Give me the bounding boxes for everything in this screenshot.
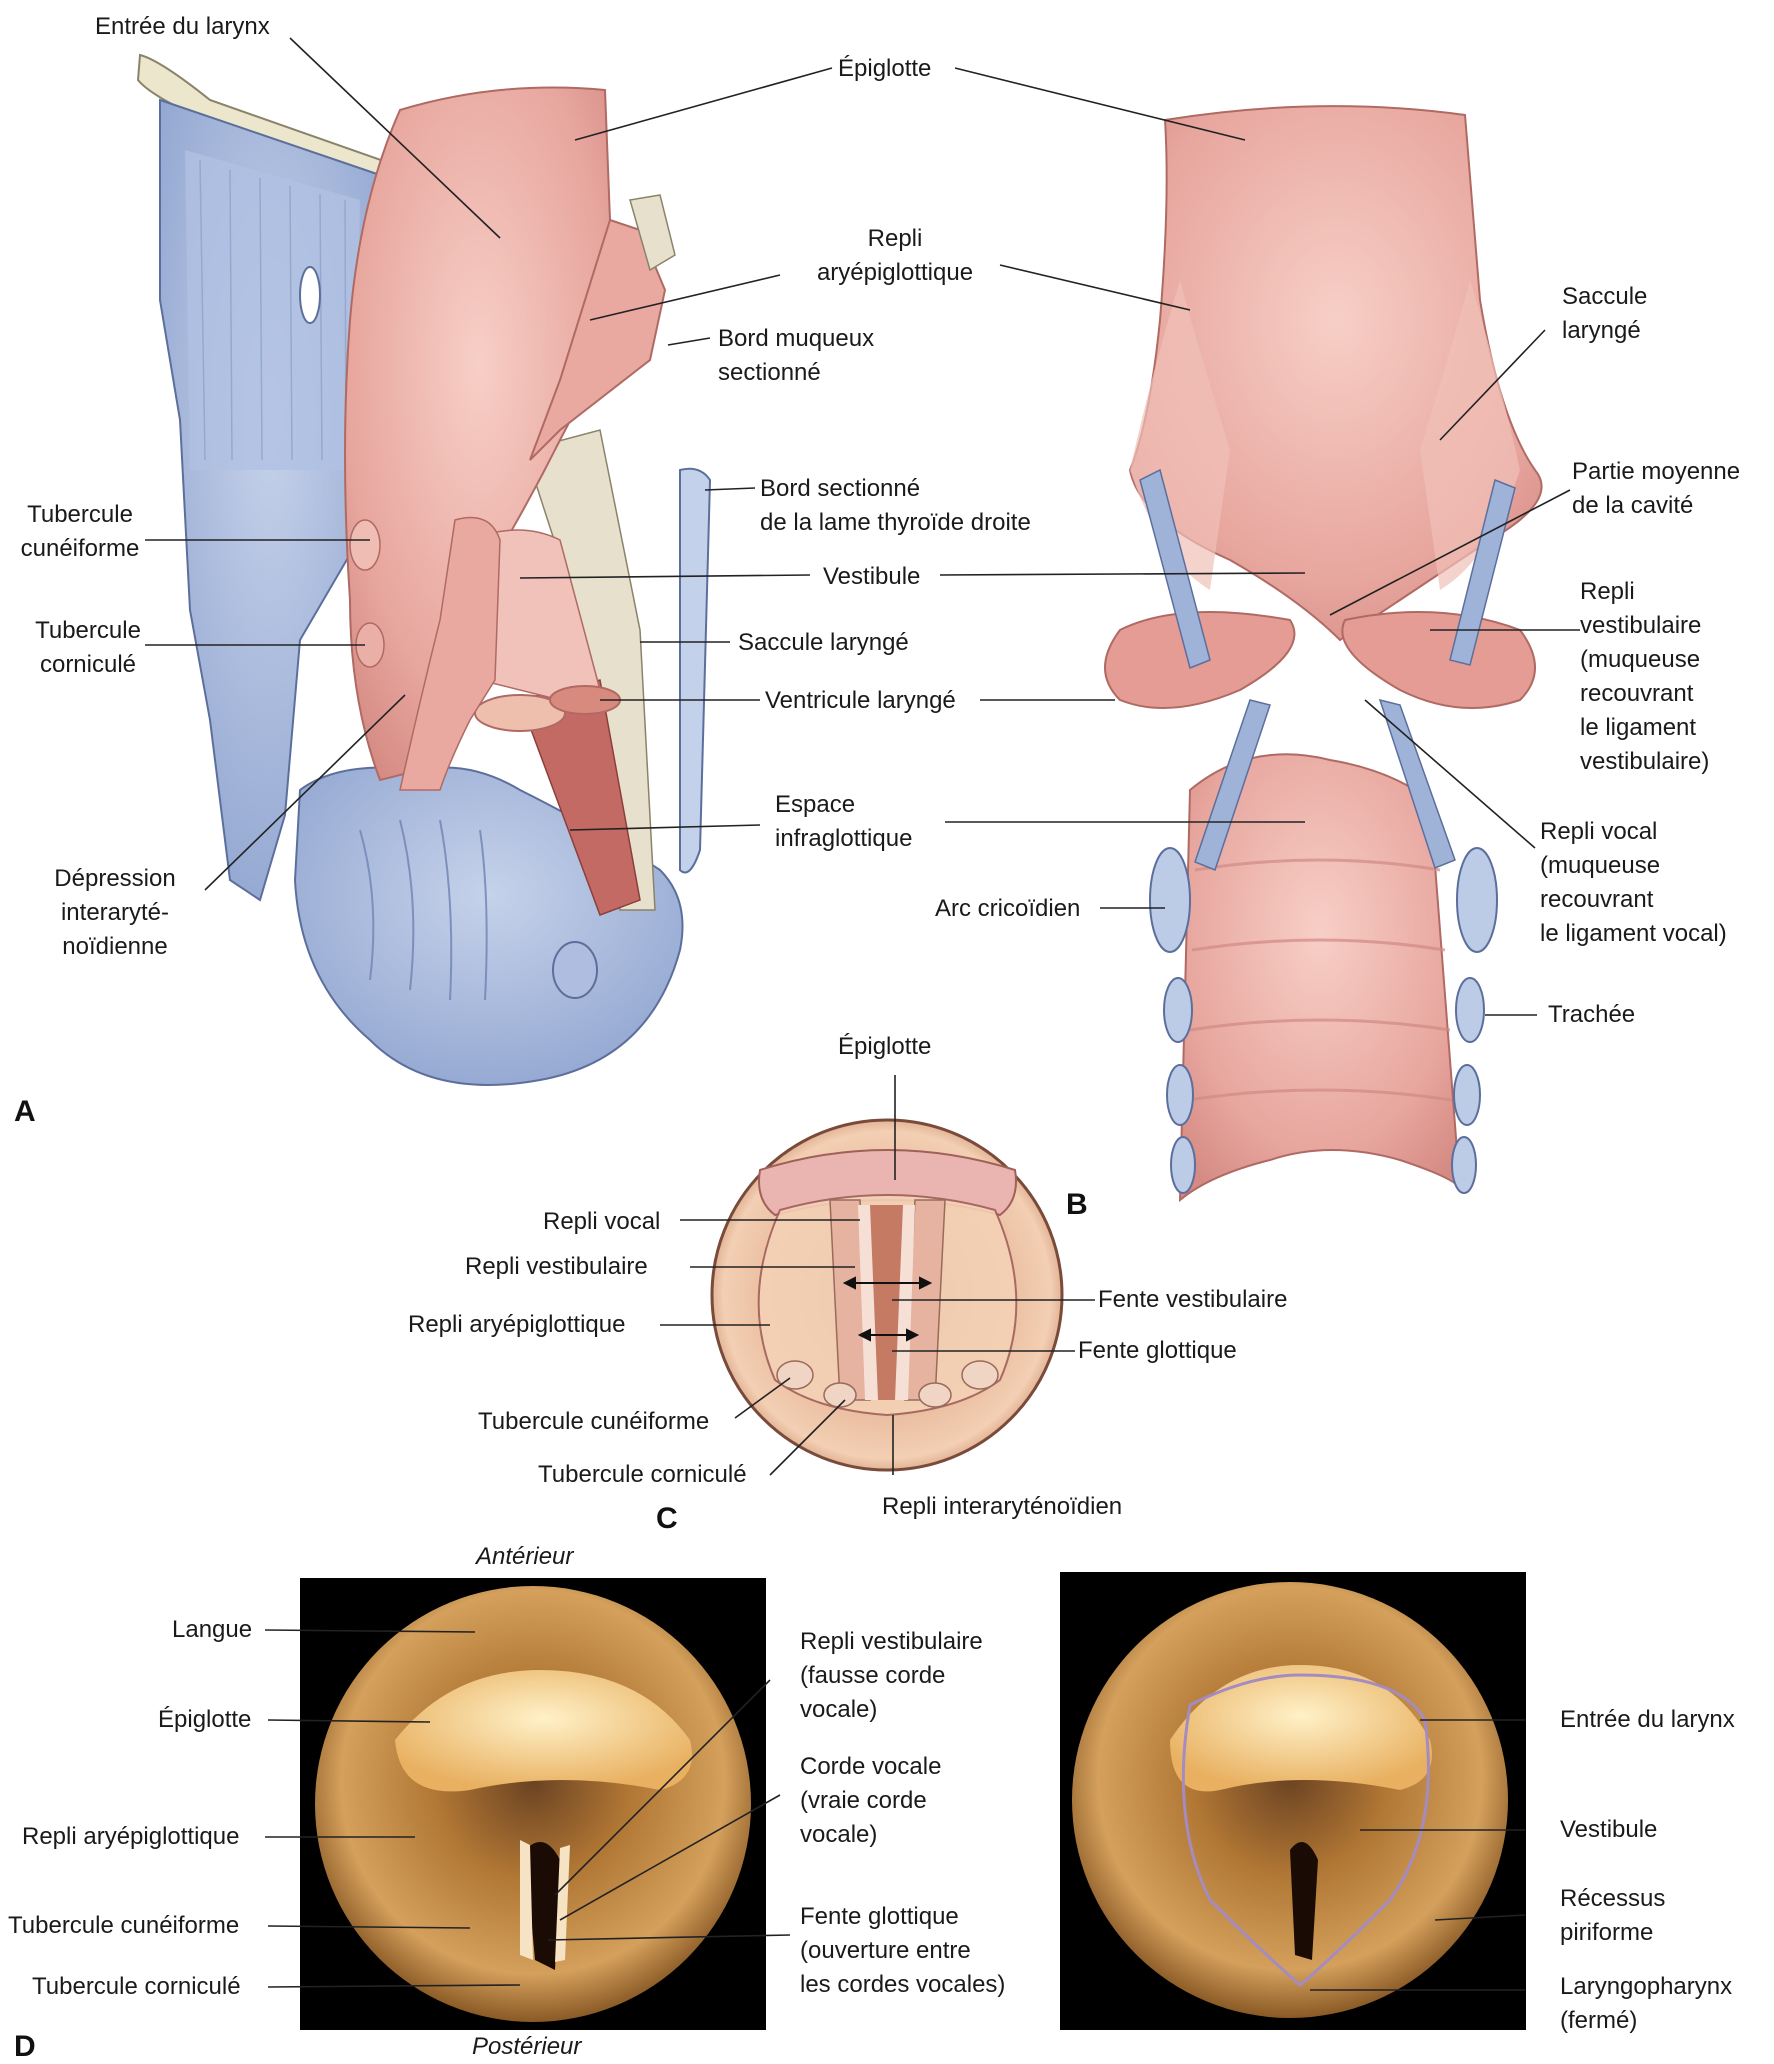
cuneiform-bump [350, 520, 380, 570]
label-saccule-a: Saccule laryngé [738, 626, 909, 660]
label-partie-moyenne: Partie moyenne de la cavité [1572, 455, 1740, 523]
label-espace-infraglottique: Espace infraglottique [775, 788, 912, 856]
label-fente-vestibulaire: Fente vestibulaire [1098, 1283, 1287, 1317]
label-entree-larynx-a: Entrée du larynx [95, 10, 270, 44]
label-recessus-piriforme: Récessus piriforme [1560, 1882, 1665, 1950]
cricoid-facet [553, 942, 597, 998]
label-anterieur: Antérieur [476, 1540, 573, 1574]
label-arc-cricoidien: Arc cricoïdien [935, 892, 1080, 926]
label-epiglotte-top: Épiglotte [838, 52, 931, 86]
corniculate-c-right [919, 1383, 951, 1407]
label-tubercule-cornicule-a: Tubercule corniculé [18, 614, 158, 682]
foramen [300, 267, 320, 323]
label-tubercule-cornicule-d: Tubercule corniculé [32, 1970, 241, 2004]
label-entree-larynx-d: Entrée du larynx [1560, 1703, 1735, 1737]
cuneiform-c-left [777, 1361, 813, 1389]
label-tubercule-cuneiforme-d: Tubercule cunéiforme [8, 1909, 239, 1943]
label-repli-vocal-c: Repli vocal [543, 1205, 660, 1239]
label-tubercule-cuneiforme-a: Tubercule cunéiforme [10, 498, 150, 566]
label-ventricule-a: Ventricule laryngé [765, 684, 956, 718]
label-vestibule-a: Vestibule [823, 560, 920, 594]
label-repli-aryepiglottique-a: Repli aryépiglottique [790, 222, 1000, 290]
label-laryngopharynx: Laryngopharynx (fermé) [1560, 1970, 1732, 2038]
label-repli-aryepiglottique-d: Repli aryépiglottique [22, 1820, 239, 1854]
label-tubercule-cornicule-c: Tubercule corniculé [538, 1458, 747, 1492]
label-bord-muqueux: Bord muqueux sectionné [718, 322, 874, 390]
label-posterieur: Postérieur [472, 2030, 581, 2064]
panel-a-letter: A [14, 1095, 36, 1129]
label-trachee: Trachée [1548, 998, 1635, 1032]
panel-b-letter: B [1066, 1188, 1088, 1222]
label-repli-vestibulaire-d: Repli vestibulaire (fausse corde vocale) [800, 1625, 983, 1727]
panel-d-letter: D [14, 2030, 36, 2064]
cuneiform-c-right [962, 1361, 998, 1389]
label-tubercule-cuneiforme-c: Tubercule cunéiforme [478, 1405, 709, 1439]
panel-d-left-photo [300, 1578, 766, 2030]
label-repli-vocal-b: Repli vocal (muqueuse recouvrant le liga… [1540, 815, 1727, 951]
label-repli-aryepiglottique-c: Repli aryépiglottique [408, 1308, 625, 1342]
panel-d-right-photo [1060, 1572, 1526, 2030]
corniculate-c-left [824, 1383, 856, 1407]
label-langue: Langue [172, 1613, 252, 1647]
label-repli-interarytenoidien: Repli interaryténoïdien [882, 1490, 1122, 1524]
label-fente-glottique-c: Fente glottique [1078, 1334, 1237, 1368]
panel-b-illustration [1105, 106, 1542, 1200]
label-bord-sectionne: Bord sectionné de la lame thyroïde droit… [760, 472, 1031, 540]
vestibular-fold-right [1342, 612, 1535, 708]
label-repli-vestibulaire-c: Repli vestibulaire [465, 1250, 648, 1284]
label-depression-interarytenoidienne: Dépression interaryté- noïdienne [40, 862, 190, 964]
thyroid-membrane-striation [185, 150, 360, 470]
label-fente-glottique-d: Fente glottique (ouverture entre les cor… [800, 1900, 1005, 2002]
panel-c-letter: C [656, 1502, 678, 1536]
cut-lamina-right [680, 469, 710, 873]
label-corde-vocale: Corde vocale (vraie corde vocale) [800, 1750, 941, 1852]
panel-c-illustration [712, 1120, 1062, 1470]
label-repli-vestibulaire-b: Repli vestibulaire (muqueuse recouvrant … [1580, 575, 1709, 779]
label-vestibule-d: Vestibule [1560, 1813, 1657, 1847]
label-epiglotte-c: Épiglotte [838, 1030, 931, 1064]
label-saccule-b: Saccule laryngé [1562, 280, 1647, 348]
label-epiglotte-d: Épiglotte [158, 1703, 251, 1737]
panel-a-illustration [138, 55, 710, 1085]
